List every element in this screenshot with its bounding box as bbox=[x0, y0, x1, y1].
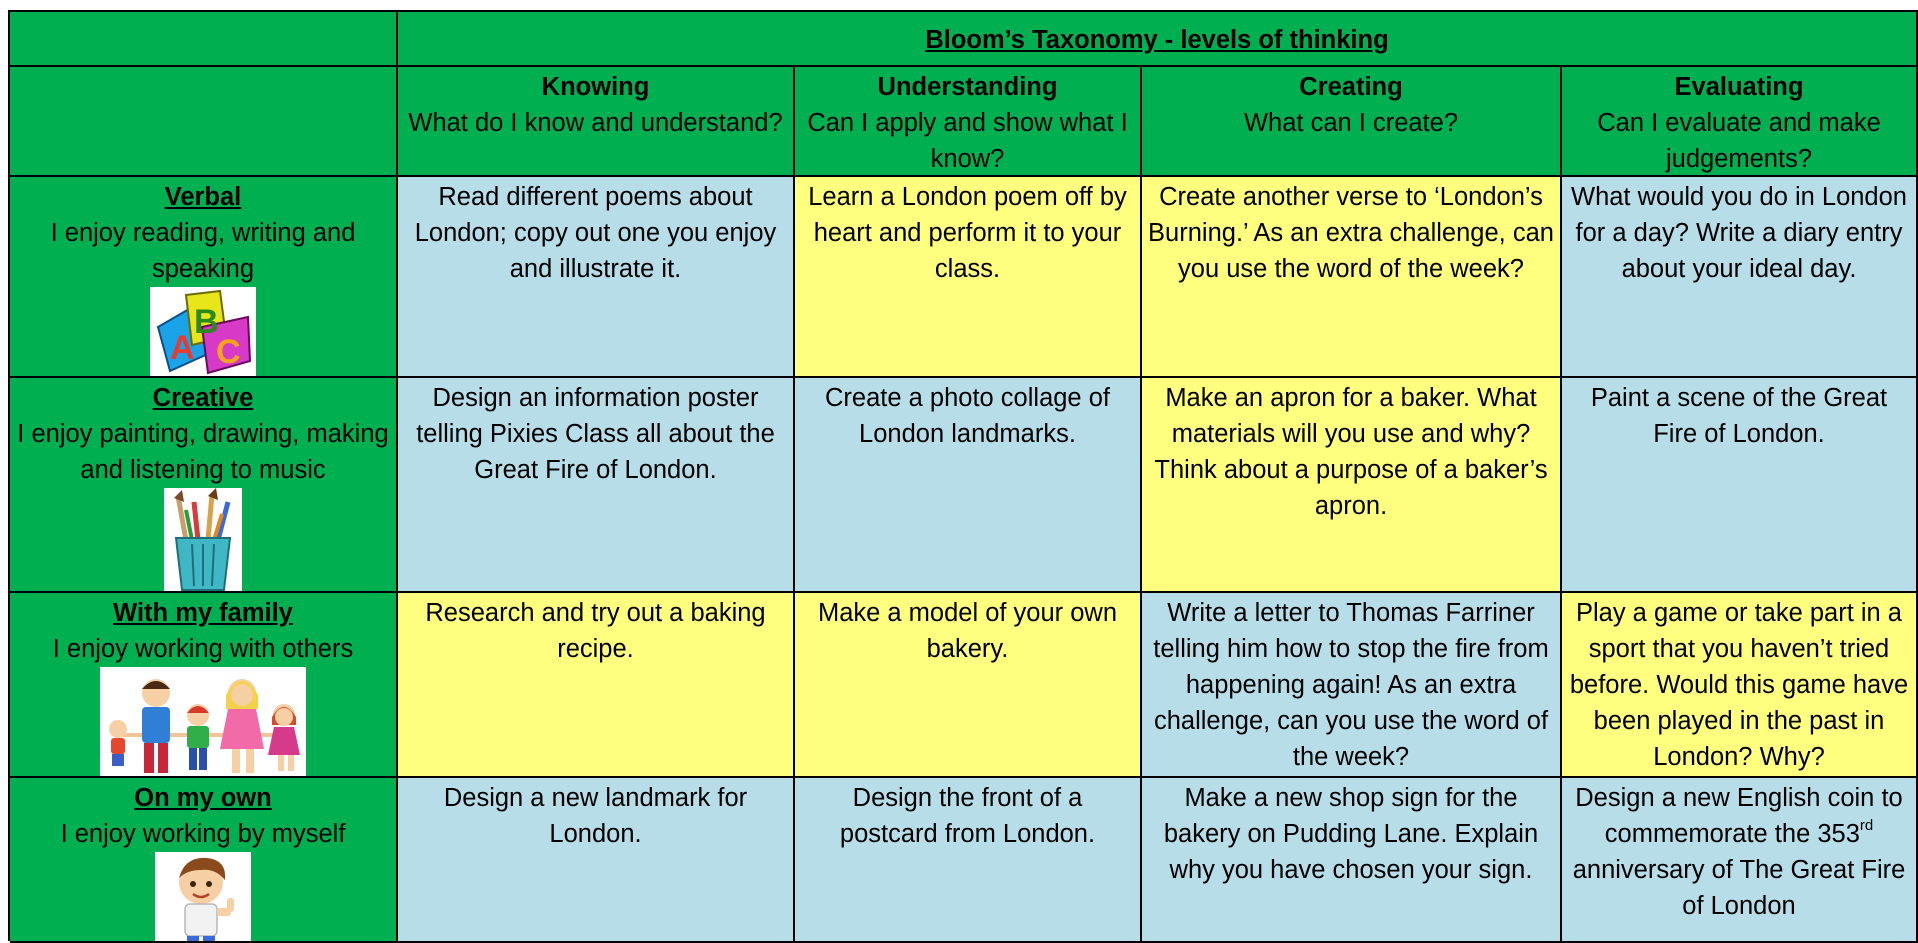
row-header-corner bbox=[10, 67, 398, 177]
task-family-creating: Write a letter to Thomas Farriner tellin… bbox=[1142, 593, 1562, 778]
row-description: I enjoy painting, drawing, making and li… bbox=[17, 420, 389, 484]
task-creative-knowing: Design an information poster telling Pix… bbox=[398, 378, 795, 593]
task-verbal-knowing: Read different poems about London; copy … bbox=[398, 177, 795, 378]
task-verbal-understanding: Learn a London poem off by heart and per… bbox=[795, 177, 1142, 378]
corner-cell bbox=[10, 12, 398, 67]
row-name: Verbal bbox=[164, 183, 242, 211]
row-description: I enjoy working by myself bbox=[60, 820, 346, 848]
column-name: Creating bbox=[1299, 73, 1403, 101]
task-own-knowing: Design a new landmark for London. bbox=[398, 778, 795, 943]
row-name: On my own bbox=[134, 784, 272, 812]
task-family-knowing: Research and try out a baking recipe. bbox=[398, 593, 795, 778]
column-header-knowing: Knowing What do I know and understand? bbox=[398, 67, 795, 177]
row-name: With my family bbox=[113, 599, 293, 627]
column-name: Understanding bbox=[877, 73, 1058, 101]
task-creative-creating: Make an apron for a baker. What material… bbox=[1142, 378, 1562, 593]
abc-letters-icon: A B C bbox=[150, 287, 256, 376]
row-description: I enjoy working with others bbox=[52, 635, 354, 663]
row-header-on-my-own: On my own I enjoy working by myself bbox=[10, 778, 398, 943]
task-text: Design a new English coin to commemorate… bbox=[1575, 784, 1903, 848]
svg-text:A: A bbox=[170, 329, 195, 367]
task-own-creating: Make a new shop sign for the bakery on P… bbox=[1142, 778, 1562, 943]
row-header-verbal: Verbal I enjoy reading, writing and spea… bbox=[10, 177, 398, 378]
column-question: Can I apply and show what I know? bbox=[807, 109, 1128, 173]
column-name: Knowing bbox=[541, 73, 650, 101]
blooms-taxonomy-table: Bloom’s Taxonomy - levels of thinking Kn… bbox=[8, 10, 1918, 943]
task-creative-evaluating: Paint a scene of the Great Fire of Londo… bbox=[1562, 378, 1918, 593]
column-question: Can I evaluate and make judgements? bbox=[1597, 109, 1881, 173]
column-header-creating: Creating What can I create? bbox=[1142, 67, 1562, 177]
column-question: What can I create? bbox=[1243, 109, 1459, 137]
task-family-evaluating: Play a game or take part in a sport that… bbox=[1562, 593, 1918, 778]
row-name: Creative bbox=[152, 384, 254, 412]
task-creative-understanding: Create a photo collage of London landmar… bbox=[795, 378, 1142, 593]
task-verbal-evaluating: What would you do in London for a day? W… bbox=[1562, 177, 1918, 378]
table-title-cell: Bloom’s Taxonomy - levels of thinking bbox=[398, 12, 1918, 67]
task-own-understanding: Design the front of a postcard from Lond… bbox=[795, 778, 1142, 943]
column-header-understanding: Understanding Can I apply and show what … bbox=[795, 67, 1142, 177]
task-family-understanding: Make a model of your own bakery. bbox=[795, 593, 1142, 778]
art-supplies-pot-icon bbox=[164, 488, 242, 591]
task-own-evaluating: Design a new English coin to commemorate… bbox=[1562, 778, 1918, 943]
column-name: Evaluating bbox=[1674, 73, 1804, 101]
page-title: Bloom’s Taxonomy - levels of thinking bbox=[925, 26, 1389, 54]
svg-text:B: B bbox=[194, 303, 219, 341]
task-text-tail: anniversary of The Great Fire of London bbox=[1572, 856, 1906, 920]
row-header-creative: Creative I enjoy painting, drawing, maki… bbox=[10, 378, 398, 593]
svg-text:C: C bbox=[216, 333, 241, 371]
task-verbal-creating: Create another verse to ‘London’s Burnin… bbox=[1142, 177, 1562, 378]
row-header-with-my-family: With my family I enjoy working with othe… bbox=[10, 593, 398, 778]
boy-thumbs-up-icon bbox=[155, 852, 251, 941]
family-holding-hands-icon bbox=[100, 667, 306, 776]
column-header-evaluating: Evaluating Can I evaluate and make judge… bbox=[1562, 67, 1918, 177]
column-question: What do I know and understand? bbox=[408, 109, 783, 137]
ordinal-suffix: rd bbox=[1859, 817, 1874, 834]
row-description: I enjoy reading, writing and speaking bbox=[50, 219, 356, 283]
